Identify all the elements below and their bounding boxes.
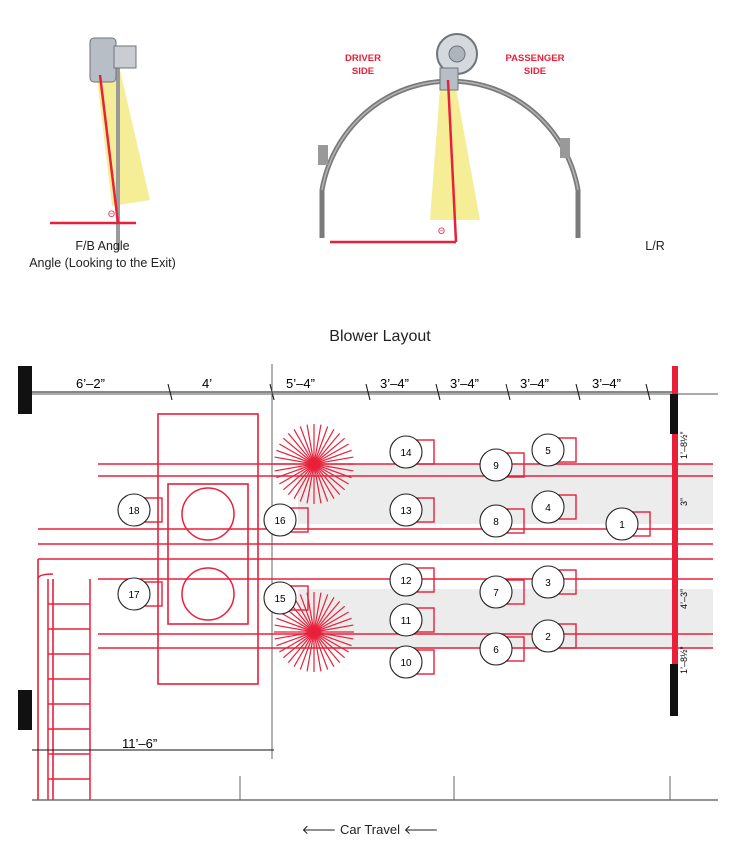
blower-10: 10 xyxy=(389,645,435,679)
bottom-column-lines xyxy=(239,776,671,800)
blower-13: 13 xyxy=(389,493,435,527)
dim-top-4: 3’–4” xyxy=(380,376,409,391)
driver-side-label-1: DRIVER xyxy=(345,53,381,64)
lr-angle-illustration: Θ DRIVER SIDE PASSENGER SIDE xyxy=(318,33,581,244)
blower-label-2: 2 xyxy=(545,632,551,643)
fb-blower-body xyxy=(89,37,117,83)
dim-top-5: 3’–4” xyxy=(450,376,479,391)
blower-17: 17 xyxy=(117,577,163,611)
blower-label-12: 12 xyxy=(400,576,412,587)
blower-16: 16 xyxy=(263,503,309,537)
dim-bottom: 11’–6” xyxy=(122,736,157,751)
frame-wheel-upper xyxy=(181,487,235,541)
blower-12: 12 xyxy=(389,563,435,597)
fb-angle-line xyxy=(98,74,120,224)
dim-top-7: 3’–4” xyxy=(592,376,621,391)
blower-label-14: 14 xyxy=(400,448,412,459)
lr-blower-hub xyxy=(448,45,466,63)
blower-label-10: 10 xyxy=(400,658,412,669)
lr-arch-joint-left xyxy=(318,145,328,165)
brush-upper xyxy=(274,424,354,504)
blower-3: 3 xyxy=(531,565,577,599)
blower-8: 8 xyxy=(479,504,525,538)
blower-label-6: 6 xyxy=(493,645,499,656)
blower-label-3: 3 xyxy=(545,578,551,589)
blower-label-1: 1 xyxy=(619,520,625,531)
blower-6: 6 xyxy=(479,632,525,666)
brush-lower xyxy=(274,592,354,672)
blower-label-18: 18 xyxy=(128,506,140,517)
blower-18: 18 xyxy=(117,493,163,527)
dim-top-1: 6’–2” xyxy=(76,376,105,391)
blower-7: 7 xyxy=(479,575,525,609)
exit-bar xyxy=(672,366,678,716)
frame-wheel-lower xyxy=(181,567,235,621)
blower-label-13: 13 xyxy=(400,506,412,517)
dim-right-1: 1’–8½” xyxy=(679,431,689,459)
blower-14: 14 xyxy=(389,435,435,469)
lr-arch-joint-right xyxy=(560,138,570,158)
top-dimension-line xyxy=(32,364,678,759)
blower-15: 15 xyxy=(263,581,309,615)
dim-top-6: 3’–4” xyxy=(520,376,549,391)
left-post-bottom xyxy=(18,690,32,730)
blower-11: 11 xyxy=(389,603,435,637)
blower-label-15: 15 xyxy=(274,594,286,605)
blower-label-4: 4 xyxy=(545,503,551,514)
left-post-top xyxy=(18,366,32,414)
blower-label-8: 8 xyxy=(493,517,499,528)
blower-label-5: 5 xyxy=(545,446,551,457)
blower-1: 1 xyxy=(605,507,651,541)
fb-theta: Θ xyxy=(108,209,115,219)
blower-label-11: 11 xyxy=(401,616,412,627)
exit-post-bottom xyxy=(670,664,678,716)
lr-caption: L/R xyxy=(645,239,665,253)
blower-5: 5 xyxy=(531,433,577,467)
blower-label-7: 7 xyxy=(493,588,499,599)
blower-9: 9 xyxy=(479,448,525,482)
blower-label-17: 17 xyxy=(128,590,140,601)
lr-angle-line xyxy=(446,79,458,243)
fb-post xyxy=(116,60,120,250)
blower-4: 4 xyxy=(531,490,577,524)
layout-title: Blower Layout xyxy=(329,328,431,345)
fb-caption-2: Angle (Looking to the Exit) xyxy=(29,256,176,270)
driver-side-label-2: SIDE xyxy=(352,66,374,77)
blower-label-9: 9 xyxy=(493,461,499,472)
passenger-side-label-1: PASSENGER xyxy=(506,53,565,64)
fb-angle-illustration: Θ xyxy=(50,37,150,250)
fb-spray-cone xyxy=(96,70,150,206)
blower-2: 2 xyxy=(531,619,577,653)
blower-label-16: 16 xyxy=(274,516,286,527)
dim-top-2: 4’ xyxy=(202,376,212,391)
dim-top-3: 5’–4” xyxy=(286,376,315,391)
car-travel-label: 🡐 Car Travel 🡐 xyxy=(301,822,439,837)
fb-motor xyxy=(113,45,137,69)
fb-caption-1: F/B Angle xyxy=(75,239,130,253)
ladder xyxy=(47,579,91,800)
dim-right-3: 4’–3” xyxy=(679,589,689,609)
blower-layout-drawing: 6’–2” 4’ 5’–4” 3’–4” 3’–4” 3’–4” 3’–4” 1… xyxy=(18,364,718,801)
exit-post-top xyxy=(670,394,678,434)
lr-spray-cone xyxy=(430,88,480,220)
passenger-side-label-2: SIDE xyxy=(524,66,546,77)
lr-theta: Θ xyxy=(438,226,445,236)
dim-right-2: 3” xyxy=(679,498,689,506)
dim-right-4: 1’–8½” xyxy=(679,646,689,674)
